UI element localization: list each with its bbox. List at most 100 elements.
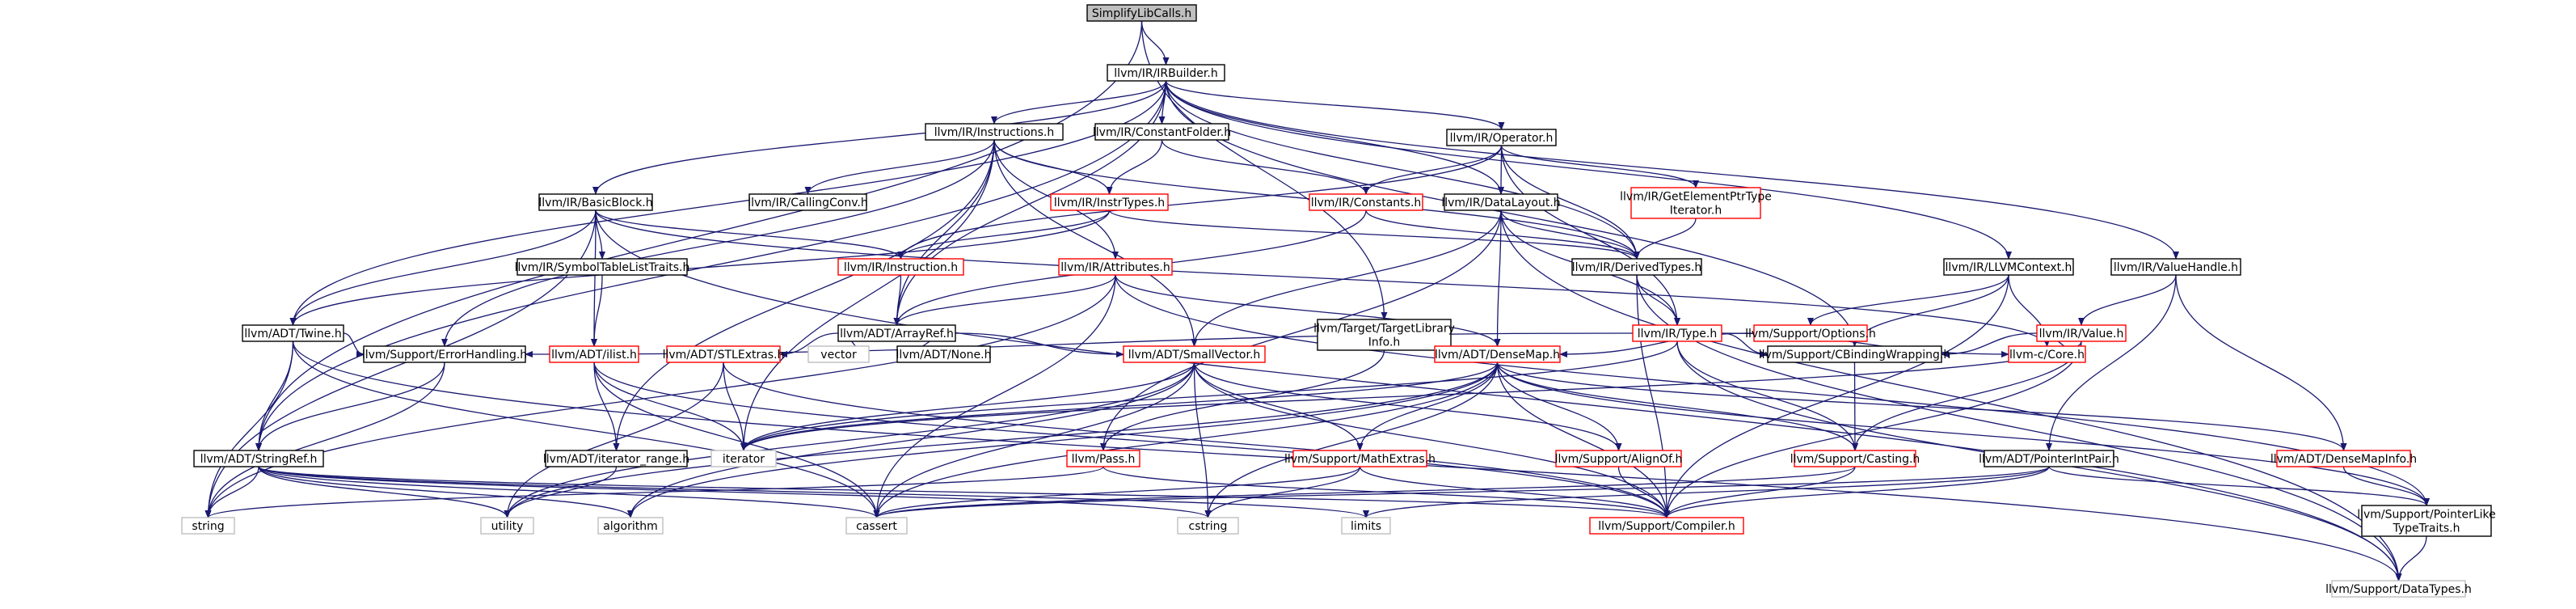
graph-node-label: llvm/IR/Operator.h: [1450, 132, 1554, 145]
edge-n29-n45: [873, 362, 1195, 518]
graph-node[interactable]: llvm/ADT/StringRef.h: [193, 450, 324, 467]
edge-n15-n50: [1636, 274, 2402, 582]
graph-node[interactable]: llvm/IR/IRBuilder.h: [1107, 64, 1225, 82]
graph-node-label: llvm/Support/Casting.h: [1790, 453, 1920, 466]
edge-n29-n43: [504, 362, 1195, 518]
graph-node[interactable]: llvm/ADT/Twine.h: [242, 324, 344, 342]
graph-node[interactable]: llvm/IR/Constants.h: [1309, 193, 1423, 211]
graph-node[interactable]: llvm/IR/CallingConv.h: [748, 193, 868, 211]
graph-node-label: cstring: [1189, 520, 1228, 533]
edge-n33-n43: [258, 466, 511, 518]
graph-node[interactable]: llvm/ADT/iterator_range.h: [543, 450, 689, 467]
graph-node[interactable]: llvm/IR/BasicBlock.h: [538, 193, 653, 211]
edge-n26-n35: [723, 362, 747, 451]
graph-node[interactable]: llvm/ADT/None.h: [896, 345, 992, 363]
graph-node[interactable]: llvm/ADT/SmallVector.h: [1123, 345, 1266, 363]
graph-node[interactable]: llvm/IR/ValueHandle.h: [2110, 258, 2241, 276]
graph-node[interactable]: llvm/Support/ErrorHandling.h: [362, 345, 527, 363]
graph-node[interactable]: llvm/ADT/DenseMapInfo.h: [2270, 450, 2417, 467]
edge-n5-n11: [1500, 145, 1699, 188]
graph-node-label: limits: [1351, 520, 1381, 533]
graph-node[interactable]: llvm/IR/Instructions.h: [925, 123, 1064, 141]
graph-node[interactable]: llvm/Support/Casting.h: [1790, 450, 1920, 467]
graph-node[interactable]: llvm-c/Core.h: [2008, 345, 2086, 363]
edge-n18-n42: [204, 340, 294, 518]
graph-node-label: llvm/IR/Type.h: [1638, 328, 1717, 340]
graph-node: string: [181, 517, 235, 535]
graph-node-box: [1066, 450, 1140, 467]
graph-node-box: [549, 345, 639, 363]
graph-node[interactable]: llvm/Support/Compiler.h: [1589, 517, 1744, 535]
graph-node-label: llvm/ADT/ilist.h: [551, 349, 637, 362]
edge-n4-n8: [1106, 139, 1163, 195]
edge-n36-n42: [204, 466, 1104, 518]
graph-node[interactable]: llvm/ADT/DenseMap.h: [1434, 345, 1561, 363]
edge-n24-n42: [204, 362, 445, 518]
edge-n30-n45: [873, 362, 1499, 518]
graph-node-box: [1446, 129, 1557, 146]
edge-n2-n15: [1165, 80, 1640, 260]
edge-n37-n45: [873, 466, 1361, 518]
graph-node[interactable]: llvm/IR/DerivedTypes.h: [1571, 258, 1702, 276]
edge-n2-n16: [1165, 80, 2012, 260]
graph-node-label: llvm/IR/Value.h: [2039, 328, 2124, 340]
edge-n30-n38: [1496, 362, 1622, 451]
graph-node-box: [193, 450, 324, 467]
graph-node[interactable]: llvm/Support/MathExtras.h: [1284, 450, 1436, 467]
graph-node-box: [1794, 450, 1916, 467]
edge-n5-n9: [1363, 145, 1503, 195]
graph-node[interactable]: llvm/ADT/STLExtras.h: [663, 345, 785, 363]
edge-n29-n48: [1193, 362, 1670, 518]
graph-node[interactable]: llvm/IR/Type.h: [1632, 324, 1722, 342]
edge-n33-n42: [204, 466, 259, 518]
edge-n8-n18: [289, 209, 1111, 326]
graph-node[interactable]: llvm/IR/Attributes.h: [1058, 258, 1173, 276]
graph-node[interactable]: llvm/ADT/ilist.h: [549, 345, 639, 363]
graph-node-box: [1094, 123, 1229, 141]
graph-node[interactable]: llvm/ADT/ArrayRef.h: [837, 324, 956, 342]
graph-node: limits: [1341, 517, 1391, 535]
graph-node-label: llvm/ADT/None.h: [896, 349, 992, 362]
graph-node-label: llvm/IR/GetElementPtrType: [1620, 191, 1772, 204]
graph-node[interactable]: llvm/IR/InstrTypes.h: [1050, 193, 1169, 211]
graph-node[interactable]: SimplifyLibCalls.h: [1086, 4, 1197, 22]
graph-node-label: llvm/ADT/SmallVector.h: [1128, 349, 1261, 362]
graph-node[interactable]: llvm/Pass.h: [1066, 450, 1140, 467]
graph-node[interactable]: llvm/Support/Options.h: [1745, 324, 1876, 342]
graph-node-label: llvm/ADT/StringRef.h: [200, 453, 318, 466]
edge-n25-n34: [593, 362, 620, 451]
edge-n6-n32: [595, 209, 2051, 347]
edge-n6-n25: [591, 209, 598, 347]
graph-node-label: llvm/IR/DerivedTypes.h: [1572, 261, 1702, 274]
graph-node[interactable]: llvm/Support/AlignOf.h: [1555, 450, 1683, 467]
edge-n14-n45: [873, 274, 1116, 518]
edge-n17-n23: [2078, 274, 2177, 326]
graph-node[interactable]: llvm/IR/Operator.h: [1446, 129, 1557, 146]
edge-n6-n50: [595, 209, 2402, 582]
edge-n1-n33: [255, 20, 1143, 451]
edge-n25-n45: [593, 362, 880, 518]
graph-node[interactable]: llvm/IR/ConstantFolder.h: [1093, 123, 1231, 141]
graph-node-label: llvm/IR/InstrTypes.h: [1054, 197, 1165, 209]
graph-node-box: [1753, 324, 1868, 342]
graph-node[interactable]: llvm/IR/Instruction.h: [837, 258, 964, 276]
graph-node-box: [2361, 505, 2492, 537]
graph-node-box: [896, 345, 991, 363]
graph-node-box: [1292, 450, 1427, 467]
graph-node[interactable]: llvm/Support/CBindingWrapping.h: [1759, 345, 1950, 363]
graph-node-box: [516, 258, 688, 276]
edge-n10-n29: [1191, 209, 1502, 347]
graph-node[interactable]: llvm/IR/LLVMContext.h: [1943, 258, 2074, 276]
graph-node[interactable]: llvm/IR/SymbolTableListTraits.h: [515, 258, 690, 276]
edge-n40-n45: [873, 466, 2050, 518]
graph-node-label: llvm/Support/DataTypes.h: [2325, 583, 2472, 596]
graph-node[interactable]: llvm/IR/DataLayout.h: [1441, 193, 1561, 211]
edge-n20-n36: [1100, 349, 1385, 451]
graph-node[interactable]: llvm/ADT/PointerIntPair.h: [1979, 450, 2119, 467]
edge-n16-n48: [1663, 274, 2009, 518]
graph-node[interactable]: llvm/IR/Value.h: [2036, 324, 2127, 342]
edge-n23-n31: [1941, 332, 2038, 357]
